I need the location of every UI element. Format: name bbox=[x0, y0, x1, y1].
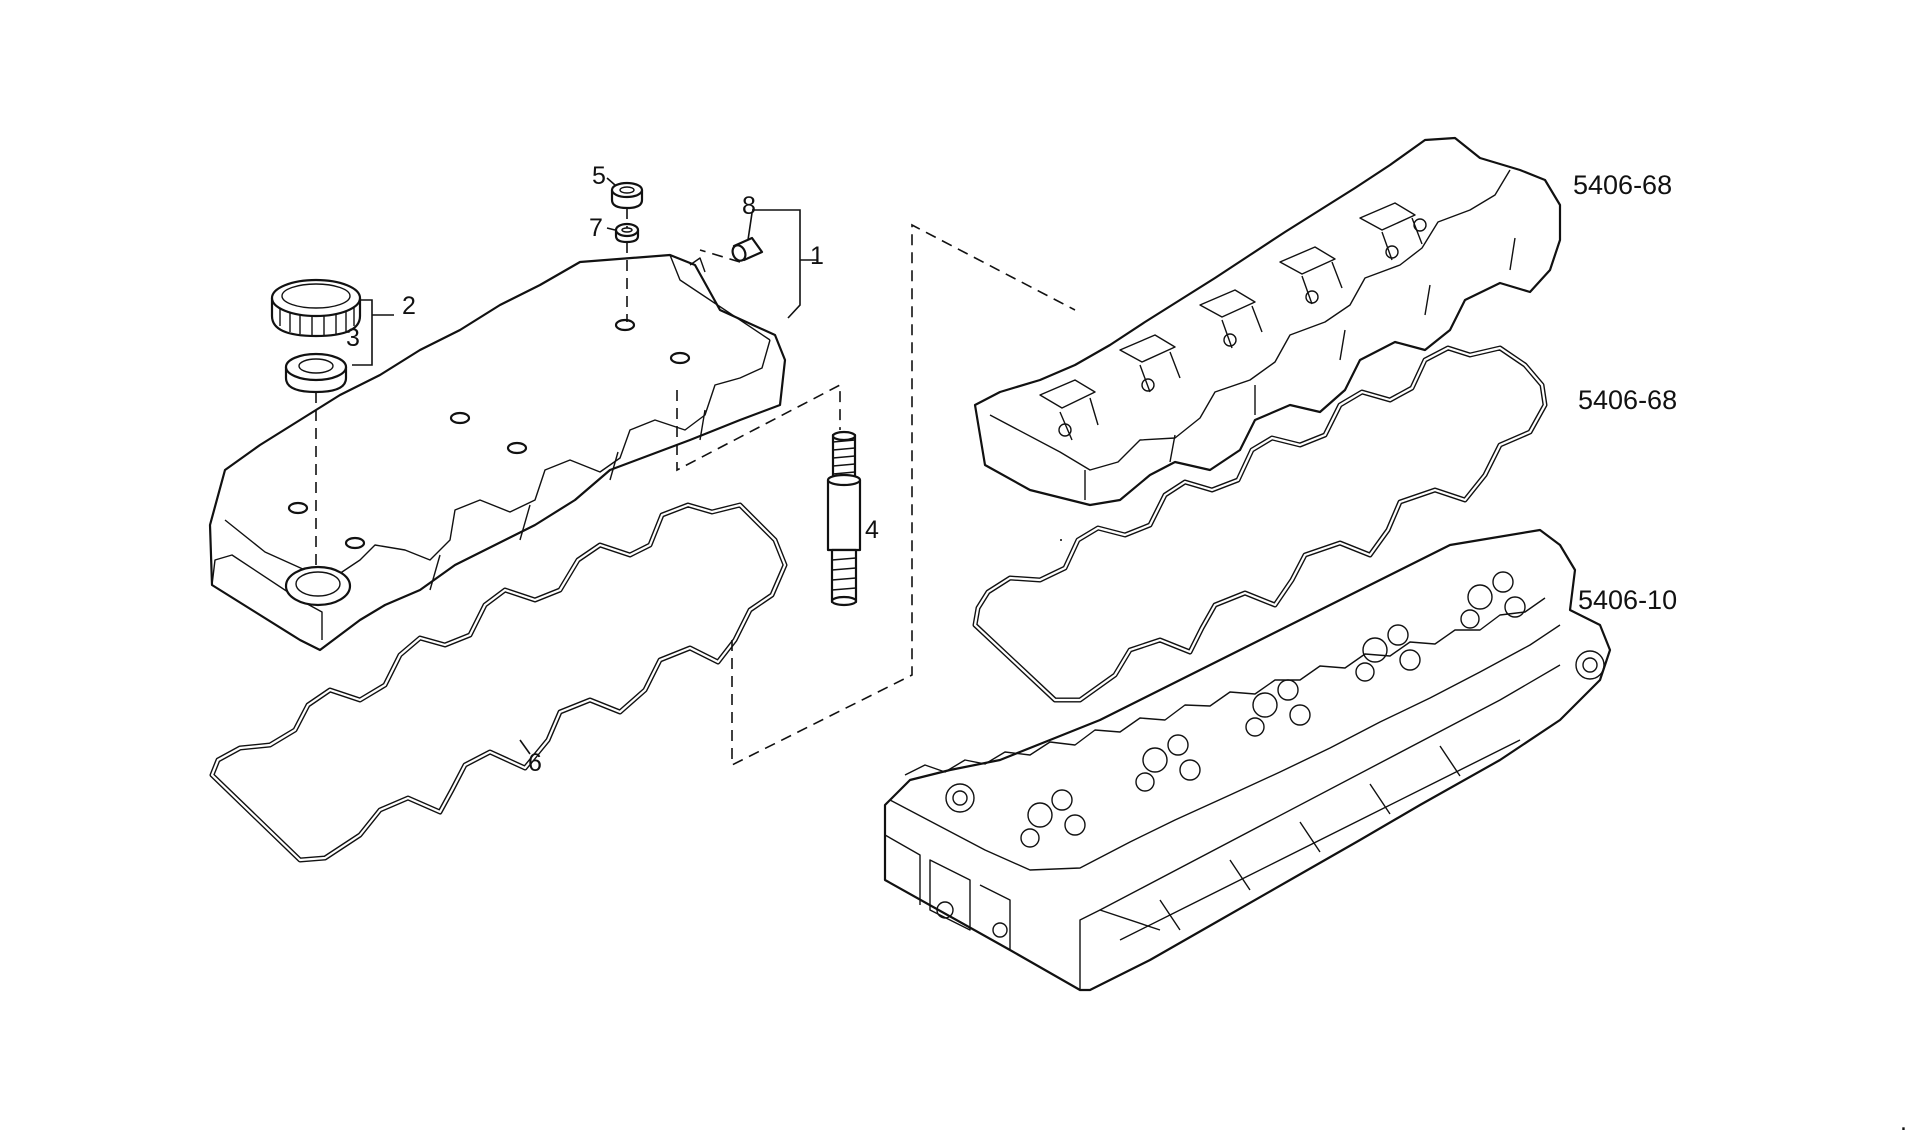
callout-1: 1 bbox=[810, 242, 824, 270]
callout-labels: 1 2 3 4 5 6 7 8 bbox=[346, 162, 879, 777]
cylinder-head bbox=[883, 528, 1612, 992]
callout-3: 3 bbox=[346, 324, 360, 352]
callout-2: 2 bbox=[402, 292, 416, 320]
ref-upper-gasket: 5406-68 bbox=[1578, 385, 1677, 415]
plug bbox=[731, 236, 764, 262]
callout-6: 6 bbox=[528, 749, 542, 777]
valve-cover bbox=[208, 253, 787, 652]
callout-5: 5 bbox=[592, 162, 606, 190]
ref-gasket-carrier: 5406-68 bbox=[1573, 170, 1672, 200]
nut bbox=[610, 181, 644, 210]
filler-cap-seal bbox=[284, 352, 348, 394]
callout-7: 7 bbox=[589, 214, 603, 242]
filler-cap bbox=[270, 278, 362, 338]
cover-gasket bbox=[209, 502, 788, 863]
ref-cylinder-head: 5406-10 bbox=[1578, 585, 1677, 615]
corner-dot: . bbox=[1900, 1108, 1907, 1136]
gasket-carrier bbox=[973, 136, 1562, 507]
leader-lines bbox=[352, 177, 818, 755]
callout-4: 4 bbox=[865, 516, 879, 544]
callout-8: 8 bbox=[742, 192, 756, 220]
reference-labels: 5406-68 5406-68 5406-10 bbox=[1573, 170, 1677, 615]
stud-bolt bbox=[826, 430, 862, 607]
cylinder-head-gasket-outline bbox=[972, 345, 1548, 703]
assembly-dash-lines bbox=[315, 208, 1076, 767]
